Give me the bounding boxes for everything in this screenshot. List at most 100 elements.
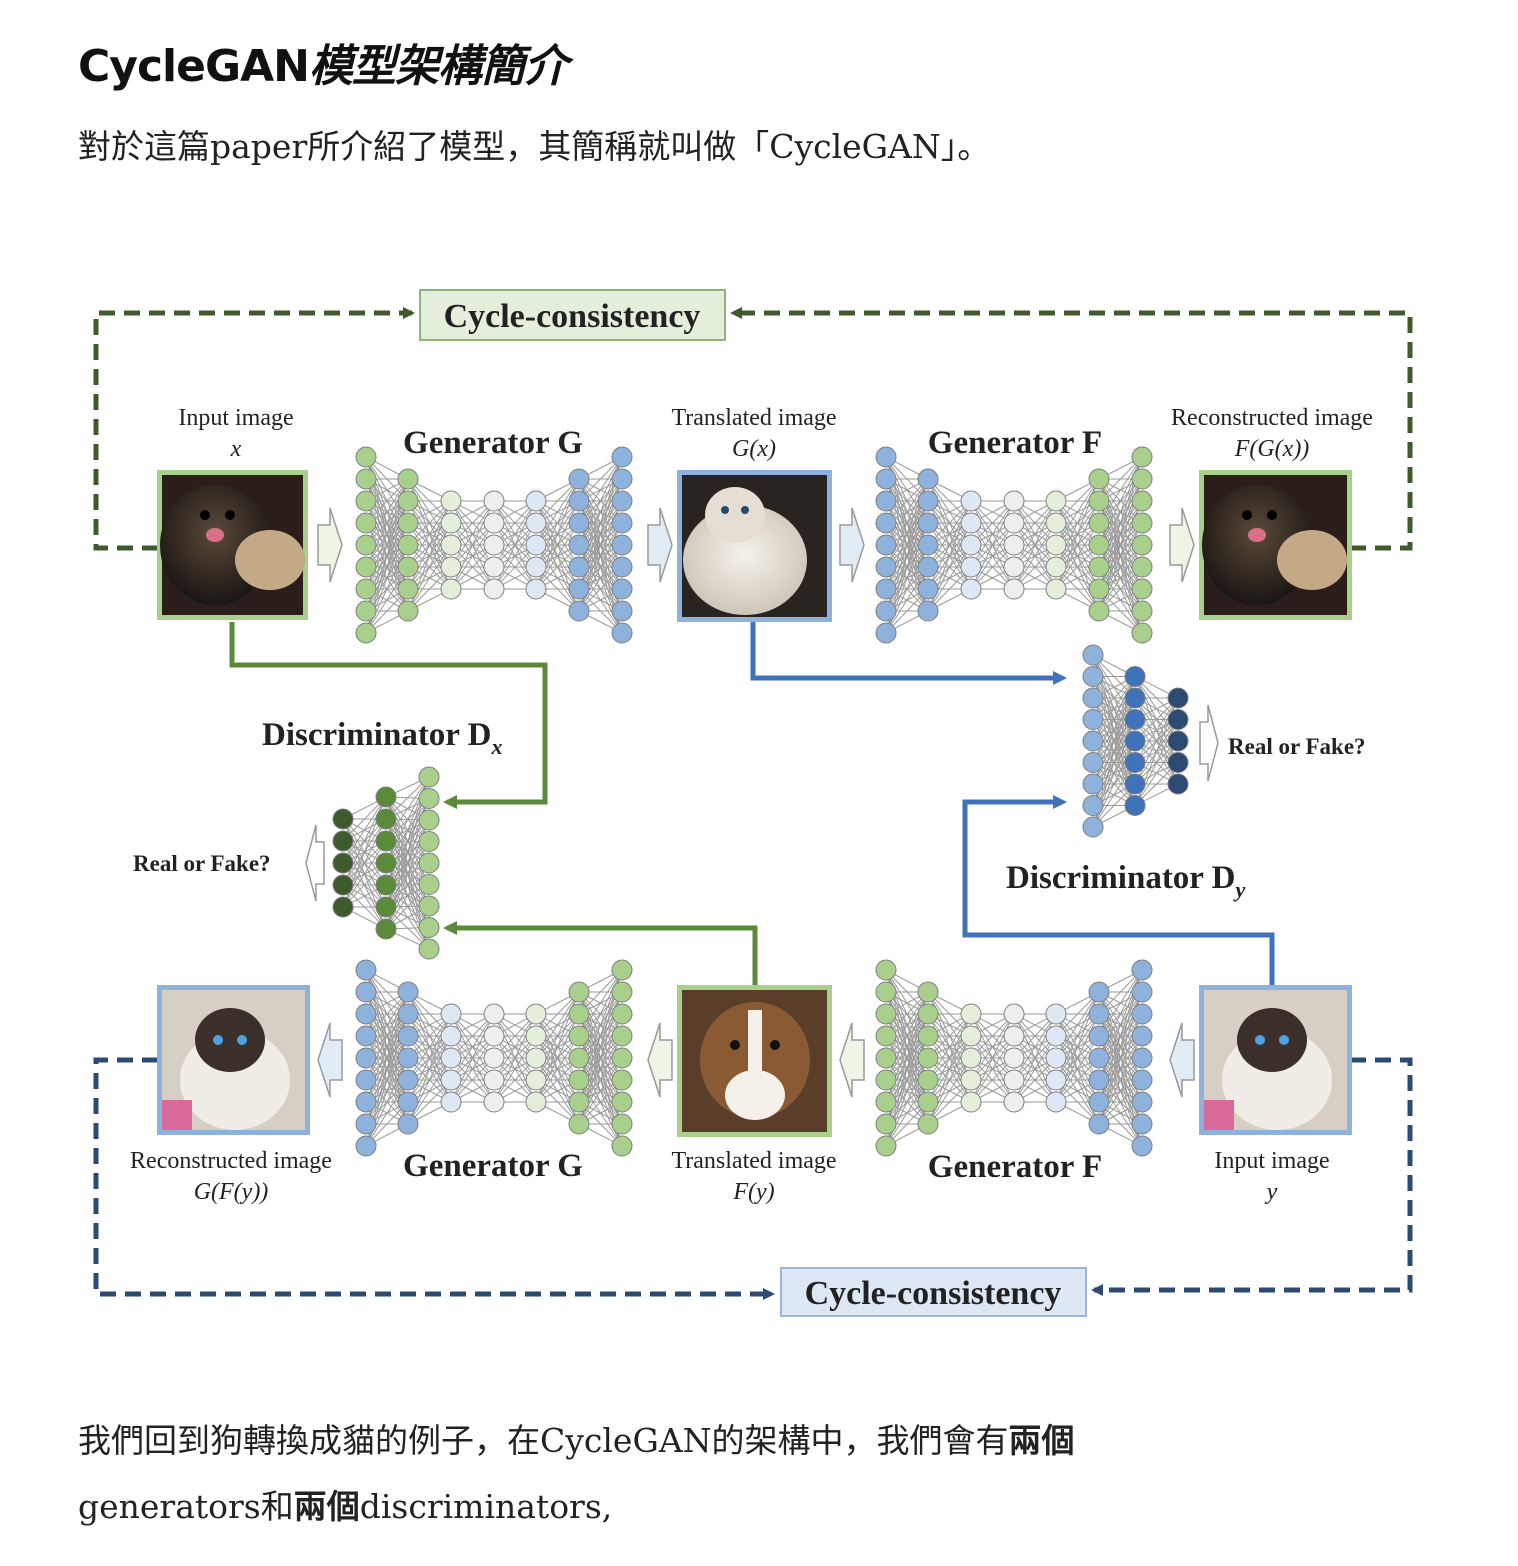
- network-node: [397, 981, 419, 1003]
- network-edge: [885, 991, 929, 1059]
- network-node: [568, 981, 590, 1003]
- network-node: [1003, 1091, 1025, 1113]
- network-node: [568, 1091, 590, 1113]
- network-node: [960, 534, 982, 556]
- network-node: [355, 1113, 377, 1135]
- network-node: [483, 1003, 505, 1025]
- network-node: [418, 766, 440, 788]
- network-node: [355, 1025, 377, 1047]
- title-rest: 模型架構簡介: [308, 41, 568, 92]
- network-node: [1082, 709, 1104, 730]
- network-node: [332, 852, 354, 874]
- network-node: [375, 830, 397, 852]
- network-node: [1131, 1069, 1153, 1091]
- network-node: [1045, 578, 1067, 600]
- intro-paragraph: 對於這篇paper所介紹了模型，其簡稱就叫做「CycleGAN」。: [78, 127, 991, 166]
- x-to-discriminator-x-arrow: [229, 622, 548, 809]
- network-node: [611, 959, 633, 981]
- network-edge: [450, 1013, 495, 1081]
- network-node: [875, 1025, 897, 1047]
- network-node: [1124, 773, 1146, 795]
- network-node: [440, 1091, 462, 1113]
- network-node: [875, 1091, 897, 1113]
- network-node: [483, 556, 505, 578]
- network-node: [611, 578, 633, 600]
- network-node: [568, 1047, 590, 1069]
- network-node: [611, 600, 633, 622]
- network-node: [568, 490, 590, 512]
- network-edge: [493, 1035, 537, 1103]
- discriminator-y-network: [1082, 644, 1189, 838]
- network-node: [332, 874, 354, 896]
- network-node: [1088, 1025, 1110, 1047]
- network-node: [568, 468, 590, 490]
- network-node: [525, 1047, 547, 1069]
- network-node: [1003, 512, 1025, 534]
- network-node: [375, 918, 397, 940]
- body-bold-1: 兩個: [1008, 1421, 1075, 1460]
- network-node: [875, 981, 897, 1003]
- network-edge: [493, 500, 537, 568]
- real-or-fake-left: Real or Fake?: [133, 851, 271, 876]
- network-node: [525, 1025, 547, 1047]
- input-y-symbol: y: [1265, 1179, 1278, 1205]
- network-node: [355, 578, 377, 600]
- discriminator-y-text: Discriminator D: [1006, 860, 1235, 896]
- network-node: [611, 490, 633, 512]
- network-node: [960, 1047, 982, 1069]
- network-node: [418, 895, 440, 917]
- flow-arrows: [305, 507, 1219, 1098]
- network-node: [960, 512, 982, 534]
- network-node: [1045, 556, 1067, 578]
- network-node: [611, 981, 633, 1003]
- network-node: [875, 468, 897, 490]
- network-node: [1082, 816, 1104, 838]
- network-node: [355, 1069, 377, 1091]
- network-node: [1167, 709, 1189, 730]
- network-node: [611, 512, 633, 534]
- flow-arrow-right: [317, 507, 343, 583]
- network-edge: [927, 1057, 972, 1125]
- network-node: [875, 1113, 897, 1135]
- body-bold-2: 兩個: [293, 1487, 360, 1526]
- network-node: [1082, 666, 1104, 687]
- network-node: [568, 512, 590, 534]
- network-node: [418, 809, 440, 831]
- network-node: [1003, 578, 1025, 600]
- network-edge: [407, 1013, 452, 1081]
- network-edge: [1098, 1057, 1143, 1125]
- network-node: [875, 1047, 897, 1069]
- translated-gx-caption: Translated image: [671, 405, 836, 431]
- generator-g-bottom-label: Generator G: [403, 1148, 583, 1184]
- reconstructed-gfy-symbol: G(F(y)): [194, 1179, 269, 1205]
- network-node: [1131, 1091, 1153, 1113]
- network-node: [332, 808, 354, 830]
- network-node: [1045, 1003, 1067, 1025]
- network-node: [440, 578, 462, 600]
- reconstructed-gfy-caption: Reconstructed image: [130, 1148, 332, 1174]
- image-fgx-dog: [1199, 470, 1352, 620]
- network-node: [1082, 795, 1104, 816]
- body-part-2: generators和: [78, 1487, 294, 1526]
- network-edge: [535, 522, 580, 590]
- network-node: [917, 578, 939, 600]
- network-node: [1131, 556, 1153, 578]
- network-edge: [365, 991, 409, 1059]
- network-edge: [1134, 740, 1179, 806]
- network-edge: [385, 884, 430, 950]
- network-node: [355, 512, 377, 534]
- network-node: [332, 830, 354, 852]
- network-node: [1088, 600, 1110, 622]
- network-node: [525, 512, 547, 534]
- network-node: [1088, 468, 1110, 490]
- network-node: [1124, 730, 1146, 752]
- generator-g-top-label: Generator G: [403, 425, 583, 461]
- network-node: [418, 852, 440, 874]
- network-node: [917, 490, 939, 512]
- input-y-caption: Input image: [1214, 1148, 1329, 1174]
- network-edge: [1055, 1035, 1100, 1103]
- network-node: [611, 556, 633, 578]
- network-edge: [1098, 544, 1143, 612]
- network-node: [483, 490, 505, 512]
- network-node: [568, 534, 590, 556]
